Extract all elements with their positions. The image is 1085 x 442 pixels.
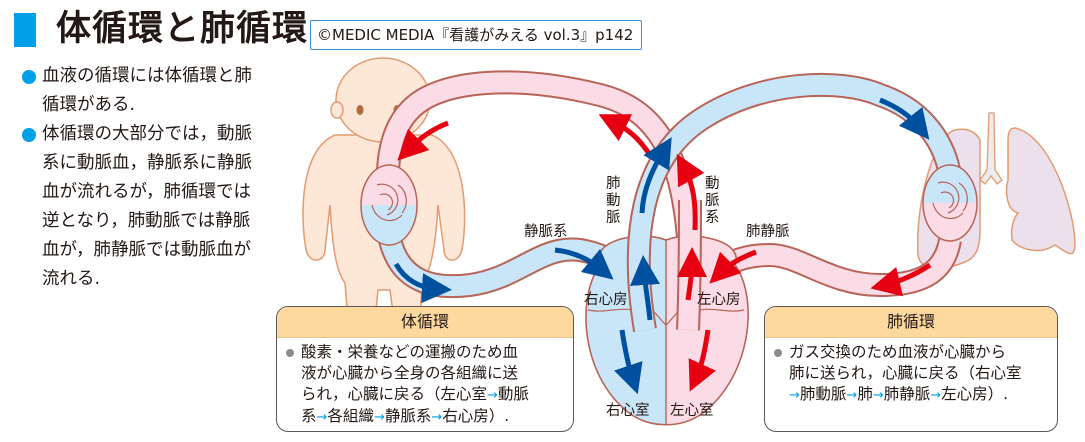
systemic-line: 系→各組織→静脈系→右心房）.	[301, 407, 510, 425]
credit-box: ©MEDIC MEDIA『看護がみえる vol.3』p142	[310, 20, 643, 50]
pulmonary-box-title: 肺循環	[765, 307, 1057, 338]
systemic-line: られ，心臓に戻る（左心室→動脈	[301, 385, 529, 403]
arrow-right-icon: →	[930, 388, 942, 403]
label-left-atrium: 左心房	[697, 291, 741, 308]
bullet-line: 循環がある.	[42, 95, 136, 115]
intro-bullets: 血液の循環には体循環と肺 循環がある. 体循環の大部分では，動脈 系に動脈血，静…	[22, 62, 292, 294]
bullet-dot-icon	[22, 70, 36, 84]
bullet-item: 血液の循環には体循環と肺 循環がある.	[22, 62, 292, 120]
label-right-atrium: 右心房	[584, 291, 628, 308]
venous-flow-arrow	[879, 97, 930, 140]
arrow-right-icon: →	[872, 388, 884, 403]
pulmonary-circulation-box: 肺循環 ガス交換のため血液が心臓から 肺に送られ，心臓に戻る（右心室 →肺動脈→…	[764, 306, 1058, 432]
arrow-right-icon: →	[373, 410, 385, 425]
body-figure-ear	[330, 101, 344, 119]
systemic-circulation-box: 体循環 酸素・栄養などの運搬のため血 液が心臓から全身の各組織に送 られ，心臓に…	[276, 306, 574, 432]
arrow-right-icon: →	[846, 388, 858, 403]
arterial-flow-arrow	[676, 247, 707, 301]
bullet-line: 流れる.	[42, 269, 101, 289]
pulmonary-line: ガス交換のため血液が心臓から	[789, 343, 1007, 361]
label-pulmonary-vein: 肺静脈	[746, 223, 790, 240]
label-right-ventricle: 右心室	[606, 402, 650, 419]
arterial-flow-arrow	[709, 249, 757, 284]
arrow-right-icon: →	[316, 410, 328, 425]
heart	[585, 235, 749, 426]
lung-capillary-bed	[922, 164, 978, 242]
pulmonary-box-body: ガス交換のため血液が心臓から 肺に送られ，心臓に戻る（右心室 →肺動脈→肺→肺静…	[765, 338, 1057, 410]
label-pulmonary-artery: 肺	[606, 175, 621, 192]
label-artery-system: 動	[705, 175, 720, 192]
label-left-ventricle: 左心室	[670, 402, 714, 419]
venous-flow-arrow	[614, 329, 643, 395]
lung-right	[1005, 127, 1076, 255]
bullet-line: 系に動脈血，静脈系に静脈	[42, 153, 252, 173]
venous-flow-arrow	[630, 255, 660, 321]
arrow-right-icon: →	[487, 388, 498, 403]
systemic-box-title: 体循環	[277, 307, 573, 338]
venous-flow-arrow	[554, 247, 614, 280]
arterial-flow-arrow	[676, 153, 705, 231]
bullet-dot-icon	[286, 349, 294, 357]
label-pulmonary-artery: 動	[606, 192, 621, 209]
title-accent-block	[14, 13, 36, 47]
venous-flow-arrow	[639, 137, 672, 214]
bullet-dot-icon	[22, 128, 36, 142]
trachea	[979, 112, 1003, 185]
arrow-right-icon: →	[431, 410, 443, 425]
bullet-line: 逆となり，肺動脈では静脈	[42, 211, 251, 231]
page-title: 体循環と肺循環	[56, 9, 309, 49]
bullet-line: 血が流れるが，肺循環では	[42, 182, 251, 202]
pulmonary-line: 肺に送られ，心臓に戻る（右心室	[789, 364, 1022, 382]
arterial-flow-arrow	[397, 120, 449, 161]
arrow-right-icon: →	[789, 388, 800, 403]
body-capillary-bed	[360, 164, 418, 246]
bullet-line: 血液の循環には体循環と肺	[42, 66, 252, 86]
systemic-artery-vessel	[376, 70, 702, 291]
venous-flow-arrow	[393, 262, 452, 304]
systemic-line: 液が心臓から全身の各組織に送	[301, 364, 519, 382]
label-artery-system: 系	[705, 209, 720, 226]
bullet-dot-icon	[774, 349, 782, 357]
label-artery-system: 脈	[705, 192, 720, 209]
label-pulmonary-artery: 脈	[606, 209, 621, 226]
bullet-line: 血が，肺静脈では動脈血が	[42, 240, 251, 260]
arterial-flow-arrow	[870, 262, 932, 297]
pulmonary-line: →肺動脈→肺→肺静脈→左心房）.	[789, 385, 1009, 403]
bullet-item: 体循環の大部分では，動脈 系に動脈血，静脈系に静脈 血が流れるが，肺循環では 逆…	[22, 120, 292, 294]
label-vein-system: 静脈系	[524, 223, 568, 240]
systemic-line: 酸素・栄養などの運搬のため血	[301, 343, 519, 361]
systemic-box-body: 酸素・栄養などの運搬のため血 液が心臓から全身の各組織に送 られ，心臓に戻る（左…	[277, 338, 573, 431]
bullet-line: 体循環の大部分では，動脈	[42, 124, 252, 144]
arterial-flow-arrow	[688, 329, 716, 392]
heart-outline	[585, 235, 749, 426]
body-figure-eye	[356, 105, 364, 115]
